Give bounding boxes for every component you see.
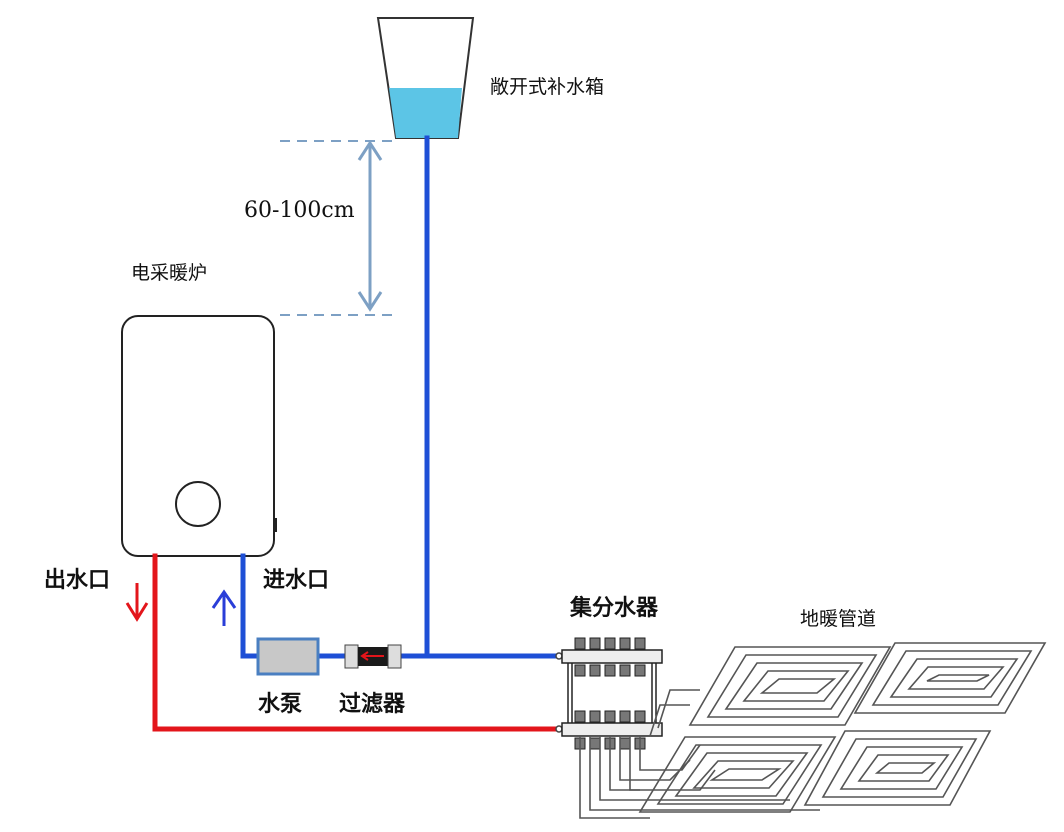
tank-water	[389, 88, 462, 138]
manifold-valve-1-0	[574, 664, 586, 677]
manifold	[561, 637, 663, 750]
manifold-valve-0-0	[574, 637, 586, 650]
manifold-valve-1-2	[604, 664, 616, 677]
floor-loop-4	[803, 730, 992, 806]
electric-boiler	[121, 315, 277, 557]
inlet-flow-arrow	[211, 589, 237, 626]
manifold-valve-1-3	[619, 664, 631, 677]
manifold-valve-3-3	[619, 737, 631, 750]
boiler-dial	[175, 481, 221, 527]
manifold-valve-0-1	[589, 637, 601, 650]
floor-loop-3	[638, 736, 837, 813]
supply-pipe	[240, 135, 563, 659]
filter	[344, 644, 402, 669]
open-expansion-tank	[376, 17, 475, 139]
water-pump	[256, 637, 320, 676]
filter-label: 过滤器	[339, 692, 406, 717]
inlet-label: 进水口	[263, 568, 330, 593]
tank-label: 敞开式补水箱	[490, 76, 605, 98]
manifold-valve-0-4	[634, 637, 646, 650]
return-pipe	[152, 553, 563, 732]
manifold-label: 集分水器	[570, 596, 659, 621]
manifold-valve-1-1	[589, 664, 601, 677]
floor-heating-pipes	[579, 642, 1047, 819]
manifold-valve-2-2	[604, 710, 616, 723]
manifold-valve-1-4	[634, 664, 646, 677]
manifold-valve-2-0	[574, 710, 586, 723]
boiler-label: 电采暖炉	[131, 262, 208, 284]
floor-loop-2	[853, 642, 1047, 714]
manifold-valve-2-4	[634, 710, 646, 723]
floor-feed-lines	[579, 689, 820, 819]
manifold-valve-3-1	[589, 737, 601, 750]
manifold-valve-0-2	[604, 637, 616, 650]
floor-loop-1	[688, 646, 892, 726]
floor-pipes-label: 地暖管道	[800, 608, 877, 630]
outlet-flow-arrow	[125, 583, 149, 622]
manifold-valve-2-1	[589, 710, 601, 723]
manifold-valve-0-3	[619, 637, 631, 650]
manifold-valve-2-3	[619, 710, 631, 723]
outlet-label: 出水口	[44, 568, 111, 593]
height-label: 60-100cm	[244, 198, 355, 223]
pump-label: 水泵	[258, 692, 303, 717]
height-dimension	[280, 140, 395, 316]
